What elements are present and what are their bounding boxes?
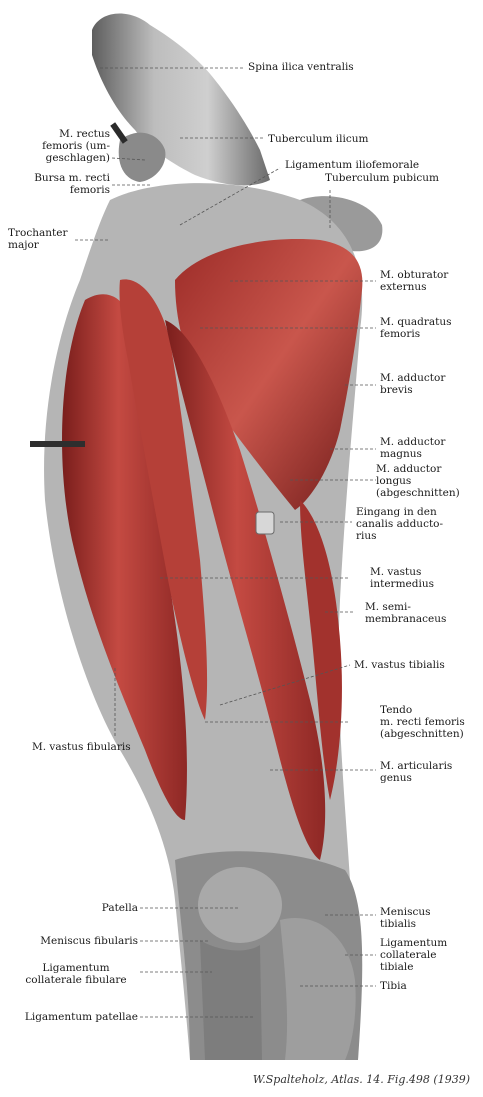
- label-tendo: Tendo m. recti femoris (abgeschnitten): [380, 704, 465, 740]
- label-lig-iliofemorale: Ligamentum iliofemorale: [285, 159, 420, 171]
- label-spina: Spina ilica ventralis: [248, 61, 354, 73]
- label-rectus-femoris: M. rectus femoris (um- geschlagen): [42, 128, 110, 164]
- label-adductor-brevis: M. adductor brevis: [380, 372, 446, 396]
- rectus-stump: [118, 132, 166, 182]
- adductor-group: [175, 239, 363, 510]
- label-lig-coll-fibulare: Ligamentum collaterale fibulare: [25, 962, 127, 986]
- lig-patellae-shape: [200, 940, 262, 1060]
- label-tuberculum-pubicum: Tuberculum pubicum: [325, 172, 439, 184]
- label-vastus-intermedius: M. vastus intermedius: [370, 566, 434, 590]
- label-bursa: Bursa m. recti femoris: [34, 172, 110, 196]
- retractor-pin: [110, 122, 128, 144]
- vastus-tibialis-muscle: [165, 320, 326, 860]
- patella-shape: [198, 867, 282, 943]
- canalis-marker: [255, 511, 275, 535]
- figure-caption: W.Spalteholz, Atlas. 14. Fig.498 (1939): [252, 1073, 470, 1086]
- retractor-rod: [30, 441, 85, 447]
- label-trochanter: Trochanter major: [8, 227, 68, 251]
- label-eingang: Eingang in den canalis adducto- rius: [356, 506, 444, 542]
- leader-lines: [75, 67, 376, 1018]
- label-tuberculum-ilicum: Tuberculum ilicum: [268, 133, 369, 145]
- label-tibia: Tibia: [380, 980, 407, 992]
- label-articularis: M. articularis genus: [380, 760, 453, 784]
- label-adductor-magnus: M. adductor magnus: [380, 436, 446, 460]
- label-patella: Patella: [101, 902, 138, 914]
- tibia-shape: [280, 918, 356, 1060]
- label-vastus-fibularis: M. vastus fibularis: [32, 741, 131, 753]
- label-adductor-longus: M. adductor longus (abgeschnitten): [376, 463, 460, 499]
- label-quadratus: M. quadratus femoris: [380, 316, 452, 340]
- label-meniscus-tibialis: Meniscus tibialis: [380, 906, 431, 930]
- label-semimembranaceus: M. semi- membranaceus: [365, 601, 447, 625]
- semimembranaceus-muscle: [300, 500, 342, 800]
- ilium-bone: [92, 13, 270, 186]
- label-lig-patellae: Ligamentum patellae: [24, 1011, 138, 1023]
- label-lig-coll-tibiale: Ligamentum collaterale tibiale: [380, 937, 448, 973]
- label-meniscus-fibularis: Meniscus fibularis: [40, 935, 138, 947]
- label-obturator: M. obturator externus: [380, 269, 449, 293]
- vastus-fibularis-muscle: [62, 294, 187, 820]
- central-muscle: [119, 279, 208, 720]
- label-vastus-tibialis: M. vastus tibialis: [354, 659, 445, 671]
